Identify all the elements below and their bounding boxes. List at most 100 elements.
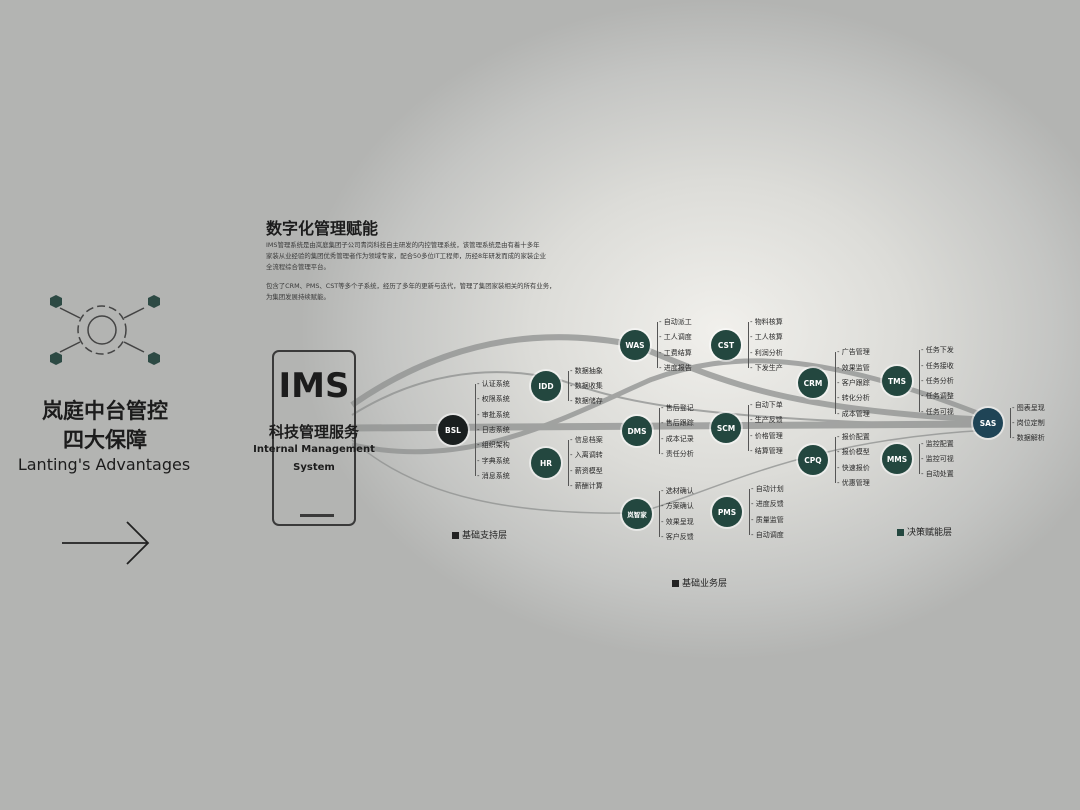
node-item: - 信息档案: [570, 436, 603, 445]
node-item: - 客户跟踪: [837, 379, 870, 387]
left-title-line1: 岚庭中台管控: [42, 399, 168, 423]
bracket-line: [659, 491, 660, 537]
node-item: - 进度报告: [659, 363, 692, 372]
node-item: - 薪资模型: [570, 466, 603, 475]
node-crm: CRM: [798, 368, 828, 398]
node-item: - 任务分析: [921, 377, 954, 385]
node-item: - 售后登记: [661, 404, 694, 413]
node-dms: DMS: [622, 416, 652, 446]
node-item: - 售后跟踪: [661, 419, 694, 428]
ims-name-en-2: System: [293, 462, 335, 473]
node-item: - 自动处置: [921, 470, 954, 478]
node-item: - 工费结算: [659, 348, 692, 357]
node-item: - 责任分析: [661, 449, 694, 458]
node-cst: CST: [711, 330, 741, 360]
node-item: - 客户反馈: [661, 532, 694, 541]
layer-support-text: 基础支持层: [462, 531, 508, 541]
node-item: - 数据收集: [570, 382, 603, 390]
node-item: - 物料核算: [750, 318, 783, 327]
node-item: - 任务调整: [921, 392, 954, 401]
node-item: - 图表呈现: [1012, 404, 1045, 412]
node-item: - 成本记录: [661, 434, 694, 443]
bracket-line: [1010, 408, 1011, 438]
bracket-line: [835, 437, 836, 483]
flow-cst: [351, 358, 991, 455]
bracket-line: [568, 440, 569, 486]
node-item: - 组织架构: [477, 441, 510, 450]
node-item: - 入离调转: [570, 451, 603, 460]
ims-phone-frame: [272, 350, 356, 526]
node-item: - 审批系统: [477, 410, 510, 419]
node-item: - 报价模型: [837, 448, 870, 457]
para1-line: IMS管理系统是由岚庭集团子公司青岗科技自主研发的内控管理系统，该管理系统是由有…: [266, 241, 540, 249]
node-item: - 任务可视: [921, 407, 954, 416]
layer-label-support: 基础支持层: [452, 528, 507, 541]
node-item: - 结算管理: [750, 446, 783, 455]
ims-phone-home-bar: [300, 514, 334, 517]
node-item: - 日志系统: [477, 426, 510, 434]
arrow-right-icon: [62, 521, 150, 565]
node-item: - 字典系统: [477, 456, 510, 465]
bracket-line: [748, 322, 749, 368]
flow-idd: [351, 371, 991, 427]
node-was: WAS: [620, 330, 650, 360]
node-item: - 质量监管: [751, 515, 784, 524]
intro-paragraph-1: IMS管理系统是由岚庭集团子公司青岗科技自主研发的内控管理系统，该管理系统是由有…: [266, 240, 596, 273]
node-item: - 工人核算: [750, 333, 783, 342]
node-item: - 认证系统: [477, 380, 510, 389]
layer-label-business: 基础业务层: [672, 576, 727, 589]
node-item: - 利润分析: [750, 348, 783, 357]
node-item: - 工人调度: [659, 333, 692, 342]
node-item: - 进度反馈: [751, 500, 784, 509]
node-lzj: 岚智家: [622, 499, 652, 529]
node-item: - 成本管理: [837, 409, 870, 418]
intro-paragraph-2: 包含了CRM、PMS、CST等多个子系统，经历了多年的更新与迭代，管理了集团家装…: [266, 281, 596, 303]
layer-business-text: 基础业务层: [682, 579, 728, 589]
node-item: - 自动计划: [751, 485, 784, 494]
bracket-line: [568, 371, 569, 401]
node-item: - 数据抽象: [570, 367, 603, 375]
bracket-line: [919, 350, 920, 412]
node-item: - 自动派工: [659, 318, 692, 327]
left-subtitle: Lanting's Advantages: [17, 455, 191, 474]
node-idd: IDD: [531, 371, 561, 401]
node-item: - 转化分析: [837, 394, 870, 403]
node-hr: HR: [531, 448, 561, 478]
node-item: - 生产反馈: [750, 416, 783, 425]
node-item: - 下发生产: [750, 363, 783, 372]
node-item: - 任务接收: [921, 361, 954, 370]
node-item: - 价格管理: [750, 431, 783, 440]
bracket-line: [835, 352, 836, 414]
node-mms: MMS: [882, 444, 912, 474]
node-item: - 效果呈现: [661, 517, 694, 526]
node-pms: PMS: [712, 497, 742, 527]
node-item: - 自动调度: [751, 530, 784, 539]
layer-decision-text: 决策赋能层: [907, 528, 953, 538]
para1-line: 家装从业经验的集团优秀管理者作为领域专家，配合50多位IT工程师，历经8年研发而…: [266, 252, 546, 260]
bracket-line: [749, 489, 750, 535]
node-item: - 报价配置: [837, 433, 870, 442]
bracket-line: [919, 444, 920, 474]
left-title-line2: 四大保障: [63, 428, 147, 452]
node-item: - 数据储存: [570, 397, 603, 405]
node-item: - 任务下发: [921, 346, 954, 355]
node-item: - 快速报价: [837, 463, 870, 472]
node-scm: SCM: [711, 413, 741, 443]
node-sas: SAS: [973, 408, 1003, 438]
bracket-line: [659, 408, 660, 454]
node-item: - 薪酬计算: [570, 481, 603, 490]
bracket-line: [748, 405, 749, 451]
node-item: - 广告管理: [837, 348, 870, 357]
para1-line: 全流程综合管理平台。: [266, 263, 330, 271]
node-tms: TMS: [882, 366, 912, 396]
node-item: - 监控可视: [921, 455, 954, 463]
bracket-line: [657, 322, 658, 368]
node-item: - 方案确认: [661, 502, 694, 511]
ims-name-cn: 科技管理服务: [268, 423, 359, 441]
node-item: - 选材确认: [661, 487, 694, 496]
node-item: - 消息系统: [477, 471, 510, 480]
node-item: - 优惠管理: [837, 478, 870, 487]
ims-name-en-1: Internal Management: [253, 444, 375, 455]
node-item: - 自动下单: [750, 401, 783, 410]
intro-heading: 数字化管理赋能: [266, 219, 379, 238]
